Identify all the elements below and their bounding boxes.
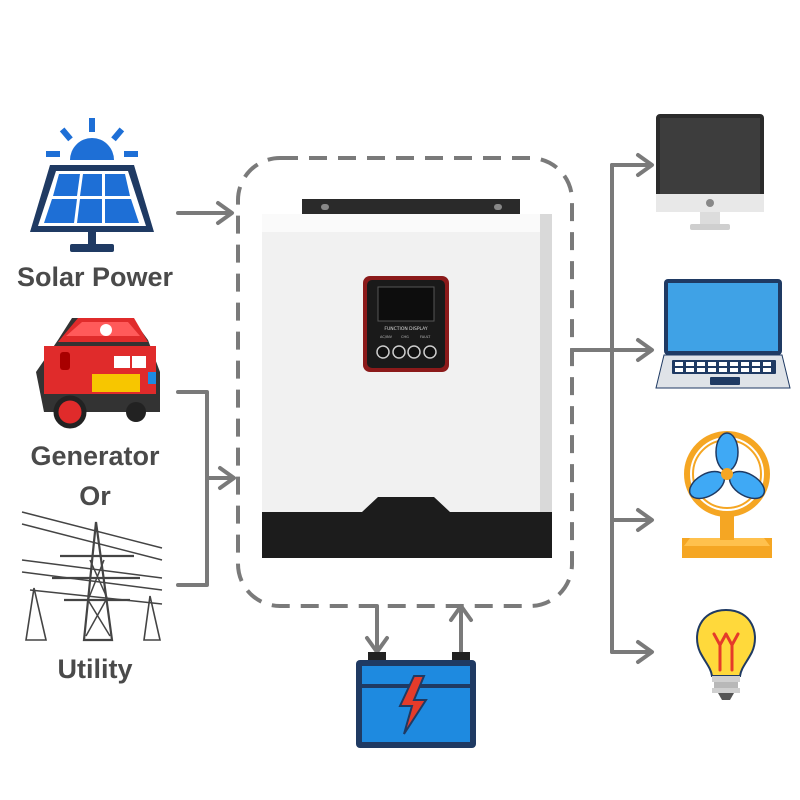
label-utility: Utility bbox=[57, 654, 133, 684]
inverter-unit: FUNCTION DISPLAY AC/INV CHG FAULT bbox=[262, 199, 552, 558]
label-or: Or bbox=[79, 481, 111, 511]
inverter-boundary bbox=[236, 156, 574, 608]
label-generator: Generator bbox=[30, 441, 160, 471]
monitor-icon bbox=[656, 114, 764, 230]
solar-panel-icon bbox=[30, 118, 154, 252]
laptop-icon bbox=[655, 279, 791, 389]
connectors bbox=[176, 153, 654, 664]
light-bulb-icon bbox=[696, 608, 756, 700]
generator-icon bbox=[36, 318, 160, 429]
indicator-label-1: AC/INV bbox=[380, 335, 393, 339]
battery-icon bbox=[356, 652, 476, 748]
label-solar-power: Solar Power bbox=[16, 262, 174, 292]
indicator-label-2: CHG bbox=[401, 335, 409, 339]
panel-title: FUNCTION DISPLAY bbox=[384, 326, 428, 332]
power-tower-icon bbox=[21, 511, 163, 642]
lcd-screen bbox=[377, 286, 435, 322]
indicator-label-3: FAULT bbox=[420, 335, 431, 339]
fan-icon bbox=[682, 431, 772, 558]
